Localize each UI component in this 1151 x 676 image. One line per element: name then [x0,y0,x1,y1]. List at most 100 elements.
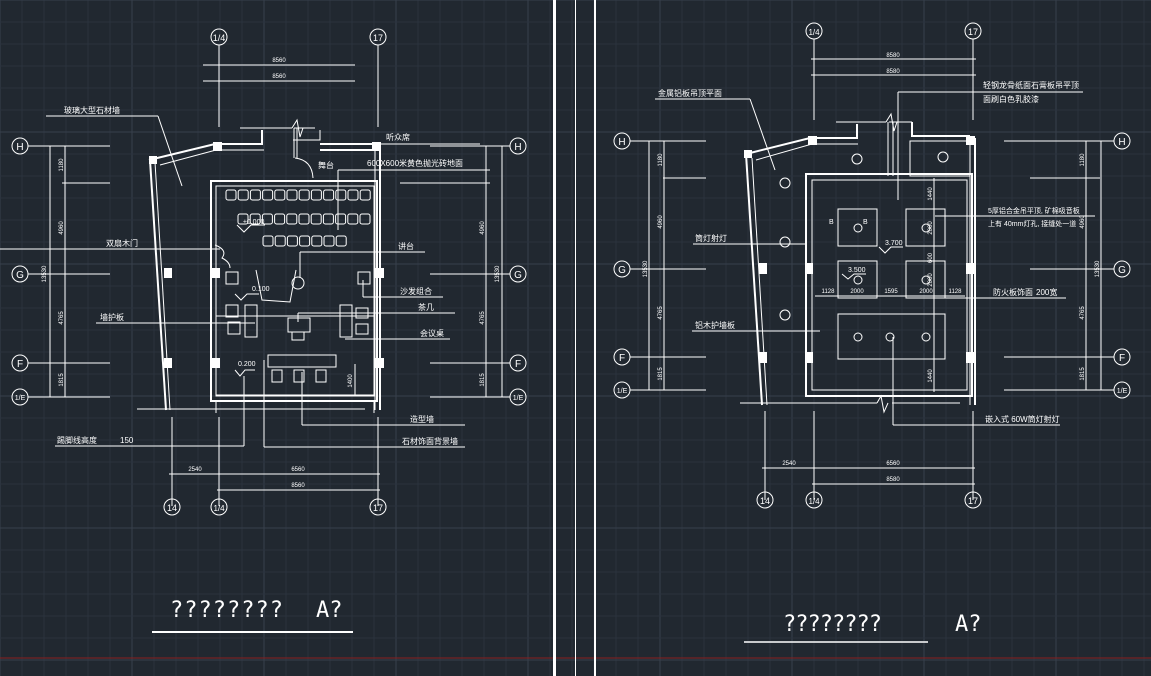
svg-text:4765: 4765 [658,306,664,320]
svg-text:1595: 1595 [884,289,898,295]
svg-text:4960: 4960 [1080,215,1086,229]
svg-text:筒灯射灯: 筒灯射灯 [695,233,727,243]
svg-text:1/4: 1/4 [808,28,820,37]
svg-text:墙护板: 墙护板 [100,312,124,322]
seat [335,235,347,247]
svg-text:0.200: 0.200 [238,361,256,368]
axis-bubble-top: 17 [964,22,982,120]
svg-text:1815: 1815 [658,367,664,381]
svg-text:????????: ???????? [783,612,881,637]
svg-text:1400: 1400 [348,374,354,388]
seat [298,189,310,201]
svg-text:2000: 2000 [928,221,934,235]
seat [286,189,298,201]
svg-text:1180: 1180 [59,158,65,172]
annotations: 玻璃大型石材墙 听众席 舞台 600X600米黄色抛光砖地面 双扇木门 讲台 沙… [0,105,490,448]
svg-text:5厚铝合金吊平顶, 矿棉吸音板: 5厚铝合金吊平顶, 矿棉吸音板 [988,206,1080,215]
svg-text:F: F [1119,353,1125,364]
dimension-top: 8580 8580 [811,53,976,76]
svg-text:F: F [515,359,521,370]
svg-text:1/E: 1/E [15,395,26,402]
seat [335,213,347,225]
sheet-left[interactable]: 1/4 17 8560 8560 H G F 1/E 1180 4 [0,28,527,633]
sheet-title-left: ???????? A? [152,598,353,633]
svg-text:14: 14 [167,503,177,513]
svg-text:嵌入式 60W筒灯射灯: 嵌入式 60W筒灯射灯 [985,414,1060,424]
seat [237,189,249,201]
auditorium-seats [225,189,371,247]
ceiling-fixtures: B B 3.700 3.500 1128 2000 1595 2000 1128… [779,151,965,392]
svg-text:石材饰面背景墙: 石材饰面背景墙 [402,436,458,446]
seat [262,235,274,247]
svg-text:6560: 6560 [886,461,900,467]
svg-text:8560: 8560 [291,483,305,489]
svg-text:G: G [1118,265,1126,276]
seat [274,235,286,247]
svg-text:4960: 4960 [658,215,664,229]
svg-text:150: 150 [120,436,134,445]
svg-text:H: H [618,137,625,148]
dimension-top: 8560 8560 [203,58,355,82]
floor-plan-walls [137,118,384,413]
svg-text:1/4: 1/4 [213,33,226,43]
svg-text:B: B [829,219,834,226]
seat [262,189,274,201]
seat [299,235,311,247]
svg-text:0.100: 0.100 [252,286,270,293]
svg-text:????????: ???????? [170,598,284,623]
svg-text:1815: 1815 [59,373,65,387]
sheet-right[interactable]: 1/4 17 8580 8580 H G F 1/E 1180 4960 [613,22,1131,643]
svg-text:17: 17 [968,496,978,506]
svg-text:上有 40mm灯孔, 接缝处一道: 上有 40mm灯孔, 接缝处一道 [988,219,1076,228]
svg-text:2540: 2540 [188,467,202,473]
svg-text:17: 17 [373,33,383,43]
svg-text:A?: A? [316,598,343,623]
svg-text:1815: 1815 [1080,367,1086,381]
svg-text:13530: 13530 [495,265,501,282]
svg-text:8560: 8560 [272,58,286,64]
svg-text:F: F [619,353,625,364]
svg-text:6560: 6560 [291,467,305,473]
seat [310,213,322,225]
svg-text:铝木护墙板: 铝木护墙板 [695,320,735,330]
svg-text:1440: 1440 [928,369,934,383]
seat [310,189,322,201]
seat [249,213,261,225]
svg-text:1/E: 1/E [513,395,524,402]
svg-text:2000: 2000 [919,289,933,295]
viewport-border-left[interactable] [553,0,556,676]
seat [286,235,298,247]
seat [335,189,347,201]
svg-text:8580: 8580 [886,477,900,483]
seat [225,189,237,201]
seat [249,189,261,201]
svg-text:17: 17 [968,27,978,37]
svg-text:玻璃大型石材墙: 玻璃大型石材墙 [64,105,120,115]
seat [286,213,298,225]
svg-text:1/E: 1/E [1117,388,1128,395]
svg-text:4765: 4765 [59,311,65,325]
seat [359,213,371,225]
svg-text:3.500: 3.500 [848,267,866,274]
svg-text:1128: 1128 [949,289,963,295]
svg-text:13530: 13530 [1095,260,1101,277]
svg-text:8560: 8560 [272,74,286,80]
svg-text:2000: 2000 [928,273,934,287]
svg-text:沙发组合: 沙发组合 [400,286,432,296]
seat [347,213,359,225]
viewport-border-right[interactable] [594,0,596,676]
svg-text:听众席: 听众席 [386,132,410,142]
svg-text:17: 17 [373,503,383,513]
svg-text:600: 600 [928,252,934,263]
svg-text:G: G [16,270,24,281]
svg-text:讲台: 讲台 [398,241,414,251]
ceiling-plan-walls [740,112,976,414]
svg-text:1440: 1440 [928,187,934,201]
seat [347,189,359,201]
seat [323,189,335,201]
svg-text:4765: 4765 [1080,306,1086,320]
svg-text:200宽: 200宽 [1036,287,1057,297]
svg-text:会议桌: 会议桌 [420,328,444,338]
row-axes-left: H G F 1/E 1180 4960 13530 4765 1815 [613,132,706,399]
